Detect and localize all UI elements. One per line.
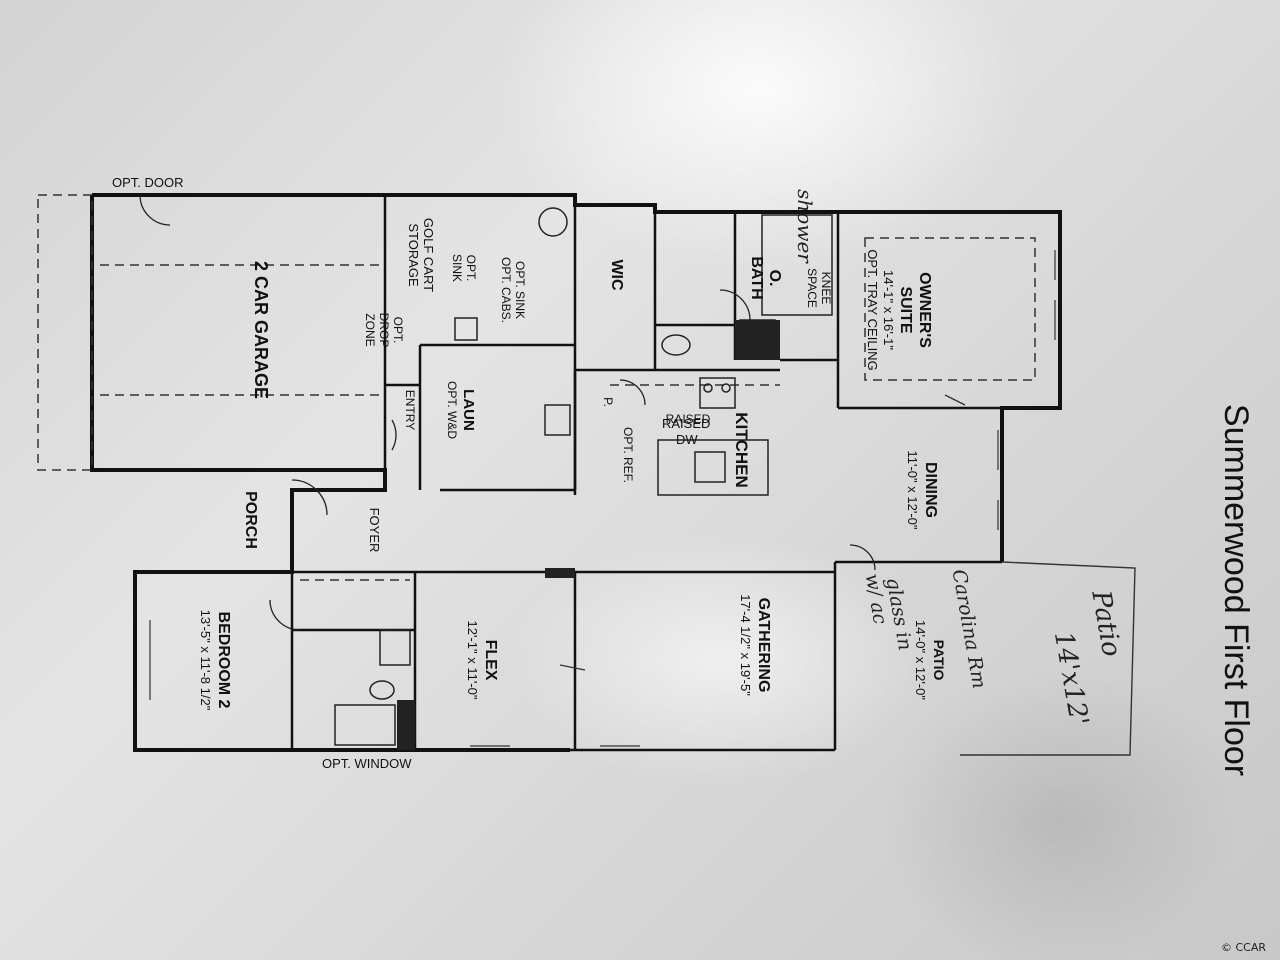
opt-sink-icon: [454, 317, 478, 341]
raised-dw-line1-text: RAISED: [662, 416, 710, 431]
raised-dw-line2-text: DW: [676, 432, 698, 447]
owners-suite-name1: OWNER'S: [916, 272, 933, 348]
opt-sink-line1: OPT.: [464, 255, 478, 282]
door-swings: [139, 194, 876, 631]
dining-name: DINING: [922, 462, 939, 518]
bedroom2-dims: 13'-5" x 11'-8 1/2": [198, 610, 213, 711]
opt-drop-line3: ZONE: [363, 313, 377, 346]
knee-space-line1: KNEE: [819, 272, 833, 305]
handwritten-carolina: Carolina Rm: [948, 568, 991, 690]
patio-dims: 14'-0" x 12'-0": [913, 620, 928, 700]
opt-sink-line2: SINK: [450, 254, 464, 282]
laun-note: OPT. W&D: [445, 381, 459, 439]
o-bath-line2: BATH: [748, 256, 765, 299]
flex-dims: 12'-1" x 11'-0": [465, 621, 480, 700]
opt-ref-label: OPT. REF.: [621, 427, 635, 483]
handwritten-patio-outline: [559, 394, 1136, 756]
pantry-label: P.: [601, 397, 615, 407]
wic-label: WIC: [608, 259, 625, 291]
kitchen-island: [657, 439, 769, 496]
fixtures: [334, 207, 833, 746]
handwritten-patio: Patio: [1085, 587, 1126, 658]
opt-door-label: OPT. DOOR: [112, 175, 184, 190]
water-heater-icon: [538, 207, 568, 237]
bathtub-icon: [334, 704, 396, 746]
toilet-icon: [661, 334, 691, 356]
garage-label: 2 CAR GARAGE: [251, 261, 271, 399]
foyer-label: FOYER: [367, 508, 382, 553]
porch-label: PORCH: [242, 491, 259, 549]
flex-name: FLEX: [482, 640, 499, 681]
shower-icon: [761, 214, 833, 316]
entry-label: ENTRY: [403, 390, 417, 430]
opt-sink-cabs-line2: OPT. CABS.: [499, 257, 513, 323]
page-title: Summerwood First Floor: [1217, 404, 1255, 776]
handwritten-shower: shower: [793, 189, 817, 264]
knee-space-line2: SPACE: [805, 268, 819, 308]
exterior-walls: [90, 193, 1062, 752]
o-bath-line1: O.: [766, 270, 783, 287]
windows: [149, 250, 1056, 747]
raised-dw-line1: RAISED: [666, 412, 711, 426]
opt-drop-line1: OPT.: [391, 317, 405, 344]
dashed-lines: [37, 194, 1036, 581]
golf-cart-line2: STORAGE: [406, 223, 421, 287]
toilet-icon: [369, 680, 395, 700]
dining-dims: 11'-0" x 12'-0": [905, 451, 920, 530]
handwritten-patio-size: 14'x12': [1048, 629, 1094, 728]
opt-drop-line2: DROP: [377, 313, 391, 348]
laun-name: LAUN: [460, 389, 477, 431]
opt-window-label: OPT. WINDOW: [322, 756, 412, 771]
owners-suite-dims: 14'-1" x 16'-1": [881, 270, 896, 350]
gathering-dims: 17'-4 1/2" x 19'-5": [738, 594, 753, 696]
patio-name: PATIO: [931, 640, 947, 681]
golf-cart-line1: GOLF CART: [421, 218, 436, 292]
kitchen-label: KITCHEN: [732, 412, 751, 488]
owners-suite-note: OPT. TRAY CEILING: [865, 249, 880, 370]
cooktop-icon: [699, 377, 736, 409]
opt-sink-cabs-line1: OPT. SINK: [513, 261, 527, 319]
owners-suite-name2: SUITE: [897, 286, 914, 333]
bedroom2-name: BEDROOM 2: [215, 612, 232, 709]
solid-fills: [397, 320, 780, 750]
ccar-watermark: © CCAR: [1220, 941, 1266, 954]
vanity-icon: [379, 629, 411, 666]
gathering-name: GATHERING: [755, 598, 772, 693]
sink-icon: [739, 319, 776, 351]
